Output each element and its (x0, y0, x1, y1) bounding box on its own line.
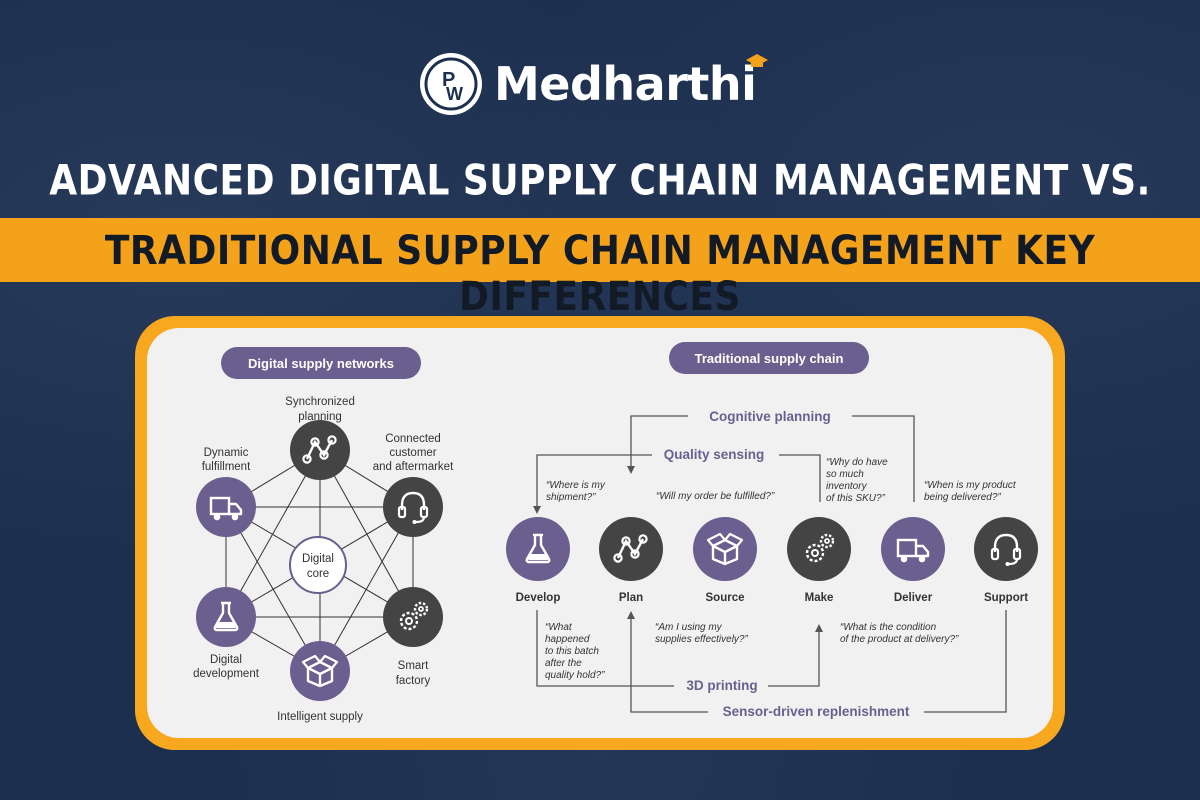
quote-batch-1: “What (545, 622, 573, 633)
pill-digital-networks (221, 347, 421, 379)
svg-text:Make: Make (805, 592, 834, 604)
svg-text:Support: Support (984, 592, 1028, 604)
sensor-replenishment-arrow (627, 610, 1007, 713)
label-sensor-replenishment: Sensor-driven replenishment (723, 704, 910, 719)
svg-text:Smart: Smart (398, 660, 429, 672)
title-band (0, 218, 1200, 282)
svg-text:development: development (193, 668, 260, 680)
digital-core-label-2: core (307, 568, 329, 580)
svg-text:Connected: Connected (385, 433, 441, 445)
quality-sensing-arrow (533, 454, 821, 514)
quotes: “Where is my shipment?” “Will my order b… (545, 457, 1017, 681)
title-line-2: TRADITIONAL SUPPLY CHAIN MANAGEMENT KEY … (104, 228, 1096, 320)
svg-text:Dynamic: Dynamic (204, 447, 249, 459)
graduation-cap-icon (746, 54, 769, 74)
svg-text:Plan: Plan (619, 592, 643, 604)
svg-text:Develop: Develop (516, 592, 561, 604)
digital-core-label-1: Digital (302, 553, 334, 565)
quote-batch-5: quality hold?” (545, 670, 605, 681)
brand-logo: P W Medharthi (420, 52, 778, 116)
node-smart-factory: Smart factory (383, 587, 443, 687)
stage-make: Make (787, 517, 851, 604)
node-intelligent-supply: Intelligent supply (277, 641, 363, 723)
svg-text:P: P (442, 69, 455, 91)
cognitive-planning-arrow (627, 415, 915, 502)
stage-source: Source (693, 517, 757, 604)
node-dynamic-fulfillment: Dynamic fulfillment (196, 447, 256, 537)
svg-text:Digital: Digital (210, 654, 242, 666)
stage-plan: Plan (599, 517, 663, 604)
quote-inventory-2: so much (826, 469, 864, 480)
quote-batch-2: happened (545, 634, 590, 645)
svg-text:planning: planning (298, 411, 341, 423)
pill-traditional (669, 342, 869, 374)
quote-inventory-1: “Why do have (826, 457, 888, 468)
stage-support: Support (974, 517, 1038, 604)
node-connected-customer: Connected customer and aftermarket (373, 433, 454, 537)
quote-shipment-1: “Where is my (546, 480, 606, 491)
quote-condition-2: of the product at delivery?” (840, 634, 959, 645)
quote-supplies-1: “Am I using my (655, 622, 723, 633)
svg-text:customer: customer (389, 447, 436, 459)
label-quality-sensing: Quality sensing (664, 447, 765, 462)
stage-develop: Develop (506, 517, 570, 604)
quote-supplies-2: supplies effectively?” (655, 634, 748, 645)
svg-text:Synchronized: Synchronized (285, 396, 355, 408)
quote-batch-3: to this batch (545, 646, 599, 657)
node-synchronized-planning: Synchronized planning (285, 396, 355, 480)
brand-name: Medharthi (494, 57, 757, 111)
quote-shipment-2: shipment?” (546, 492, 596, 503)
quote-delivered-1: “When is my product (924, 480, 1017, 491)
svg-text:and aftermarket: and aftermarket (373, 461, 454, 473)
pw-badge-icon: P W (420, 53, 482, 115)
svg-text:Source: Source (706, 592, 745, 604)
stage-deliver: Deliver (881, 517, 945, 604)
traditional-supply-chain: Traditional supply chain Cognitive plann… (506, 342, 1038, 719)
svg-text:Intelligent supply: Intelligent supply (277, 711, 363, 723)
quote-delivered-2: being delivered?” (924, 492, 1001, 503)
svg-text:fulfillment: fulfillment (202, 461, 251, 473)
title-line-1: ADVANCED DIGITAL SUPPLY CHAIN MANAGEMENT… (49, 156, 1151, 206)
pill-digital-networks-label: Digital supply networks (248, 356, 394, 371)
digital-core (289, 536, 347, 594)
quote-batch-4: after the (545, 658, 582, 669)
svg-text:Deliver: Deliver (894, 592, 933, 604)
pill-traditional-label: Traditional supply chain (695, 351, 844, 366)
quote-fulfilled: “Will my order be fulfilled?” (656, 491, 775, 502)
label-cognitive-planning: Cognitive planning (709, 409, 831, 424)
label-3d-printing: 3D printing (686, 678, 757, 693)
quote-condition-1: “What is the condition (840, 622, 937, 633)
digital-supply-networks: Digital supply networks Digital core (193, 347, 454, 723)
3d-printing-arrow (536, 610, 823, 687)
svg-text:W: W (446, 84, 463, 104)
svg-text:factory: factory (396, 675, 431, 687)
quote-inventory-4: of this SKU?” (826, 493, 886, 504)
node-digital-development: Digital development (193, 587, 260, 680)
quote-inventory-3: inventory (826, 481, 868, 492)
